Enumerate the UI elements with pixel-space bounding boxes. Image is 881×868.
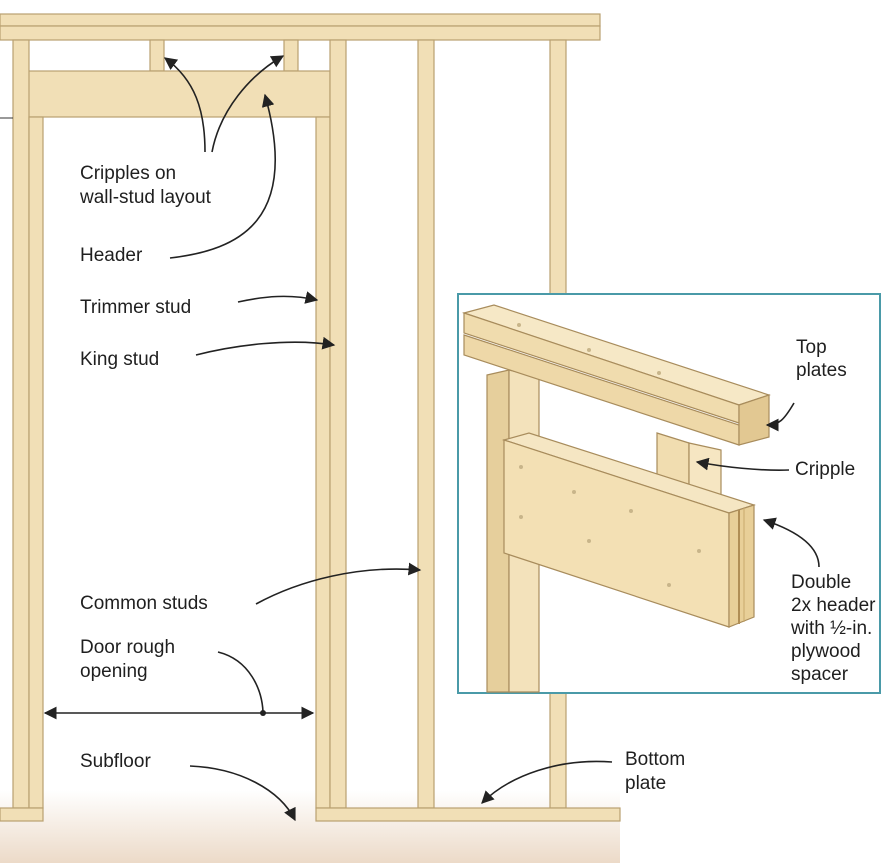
- label-door-rough-opening: Door rough opening: [80, 637, 176, 682]
- arrow-common: [255, 562, 422, 605]
- label-common-studs: Common studs: [80, 593, 208, 614]
- wall-frame-drawing: [0, 13, 621, 863]
- arrow-bottom-plate: [481, 760, 613, 804]
- arrow-cripple-right: [211, 55, 285, 153]
- arrow-cripple-left: [163, 57, 206, 153]
- label-cripples: Cripples on wall-stud layout: [80, 163, 211, 208]
- label-top-plates: Top plates: [796, 337, 847, 381]
- inset-top-plate-end: [738, 394, 770, 446]
- wall-framing-diagram: Cripples on wall-stud layout Header Trim…: [0, 13, 881, 863]
- subfloor: [0, 790, 620, 863]
- king-stud-left: [12, 39, 30, 809]
- label-bottom-plate: Bottom plate: [625, 749, 686, 794]
- arrow-header: [169, 93, 276, 259]
- inset-header-detail: Top plates Cripple Double 2x header with…: [457, 293, 881, 694]
- label-king-stud: King stud: [80, 349, 160, 370]
- trimmer-stud-left: [28, 116, 44, 809]
- arrow-rough-leader: [217, 651, 264, 713]
- label-double-header: Double 2x header with ½-in. plywood spac…: [791, 572, 876, 685]
- king-stud: [329, 39, 347, 809]
- bottom-plate-left: [0, 807, 44, 822]
- label-header: Header: [80, 245, 143, 266]
- trimmer-stud: [315, 116, 331, 809]
- inset-drawing: [461, 304, 820, 693]
- inset-double-header-end: [728, 504, 755, 628]
- cripple-stud: [283, 39, 299, 72]
- header: [27, 70, 331, 118]
- top-plate-upper: [0, 13, 601, 27]
- arrow-subfloor: [189, 765, 296, 822]
- arrow-double-header: [762, 517, 820, 568]
- label-trimmer-stud: Trimmer stud: [80, 297, 192, 318]
- bottom-plate: [315, 807, 621, 822]
- arrow-trimmer: [237, 291, 319, 304]
- common-stud: [417, 39, 435, 809]
- top-plate-lower: [0, 25, 601, 41]
- cripple-stud: [149, 39, 165, 72]
- arrow-king: [195, 336, 336, 356]
- label-subfloor: Subfloor: [80, 751, 151, 772]
- label-cripple: Cripple: [795, 459, 856, 480]
- arrow-top-plates: [765, 402, 795, 432]
- arrow-cripple: [695, 457, 790, 471]
